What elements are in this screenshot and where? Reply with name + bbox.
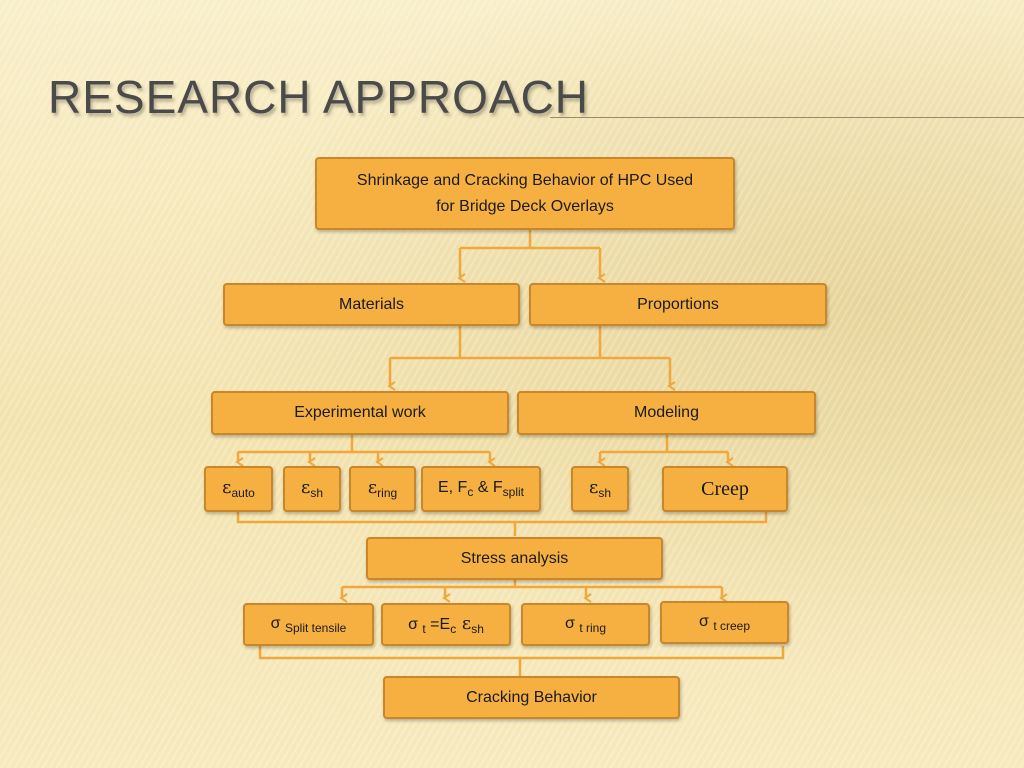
sigma-ring-sub: t ring <box>579 620 606 635</box>
node-modeling: Modeling <box>517 391 816 435</box>
sigma-t-eps: ε <box>456 612 472 634</box>
node-sigma-split-tensile: σ Split tensile <box>243 603 374 646</box>
node-proportions: Proportions <box>529 283 827 326</box>
node-stress-label: Stress analysis <box>460 549 569 567</box>
sigma-symbol: σ <box>270 614 281 632</box>
node-cracking-label: Cracking Behavior <box>466 688 597 706</box>
node-stress-analysis: Stress analysis <box>366 537 663 580</box>
eps-symbol: ε <box>588 477 599 499</box>
node-experimental-work: Experimental work <box>211 391 509 435</box>
eps-sh-model-sub: sh <box>598 486 611 501</box>
moduli-sub-split: split <box>502 485 525 500</box>
sigma-t-sub-c: c <box>450 621 457 636</box>
title-divider <box>550 117 1024 118</box>
eps-symbol: ε <box>300 477 311 499</box>
node-experimental-label: Experimental work <box>294 404 426 422</box>
sigma-split-sub: Split tensile <box>284 620 347 635</box>
eps-symbol: ε <box>367 477 378 499</box>
node-sigma-t-creep: σ t creep <box>660 601 789 644</box>
node-eps-sh: εsh <box>283 466 341 512</box>
node-root: Shrinkage and Cracking Behavior of HPC U… <box>315 157 735 230</box>
eps-sh-sub: sh <box>310 486 323 501</box>
sigma-creep-sub: t creep <box>713 618 750 633</box>
connector-bracket-top <box>236 512 768 536</box>
sigma-t-eq: =E <box>425 615 451 633</box>
node-sigma-t-ring: σ t ring <box>521 603 650 646</box>
sigma-symbol: σ <box>698 612 709 630</box>
node-modeling-label: Modeling <box>634 404 699 422</box>
node-materials-label: Materials <box>339 295 404 313</box>
connector-mid <box>390 326 670 360</box>
eps-auto-sub: auto <box>231 486 255 501</box>
connector-modeling <box>600 435 728 454</box>
sigma-symbol: σ <box>408 615 418 633</box>
sigma-t-sub: t <box>422 621 426 636</box>
connector-bracket-bottom <box>258 646 785 676</box>
node-root-line1: Shrinkage and Cracking Behavior of HPC U… <box>356 171 694 189</box>
node-eps-sh-model: εsh <box>571 466 629 512</box>
sigma-symbol: σ <box>564 614 575 632</box>
node-sigma-t: σ t =Ec εsh <box>381 603 511 646</box>
eps-symbol: ε <box>222 477 232 499</box>
moduli-sub-c: c <box>467 485 474 500</box>
node-creep-label: Creep <box>701 478 749 500</box>
eps-ring-sub: ring <box>377 486 398 501</box>
node-proportions-label: Proportions <box>637 295 719 313</box>
moduli-amp: & F <box>473 479 503 497</box>
node-root-line2: for Bridge Deck Overlays <box>436 197 614 215</box>
moduli-text: E, F <box>437 479 468 497</box>
node-materials: Materials <box>223 283 520 326</box>
node-eps-ring: εring <box>349 466 416 512</box>
node-eps-auto: εauto <box>204 466 273 512</box>
slide-title: Research Approach <box>48 71 590 123</box>
node-cracking-behavior: Cracking Behavior <box>383 676 680 719</box>
sigma-t-sub-sh: sh <box>471 621 484 636</box>
connector-root <box>460 230 600 250</box>
connector-stress <box>342 580 722 589</box>
connector-experimental <box>238 435 490 454</box>
node-creep: Creep <box>662 466 788 512</box>
node-moduli: E, Fc & Fsplit <box>421 466 541 512</box>
